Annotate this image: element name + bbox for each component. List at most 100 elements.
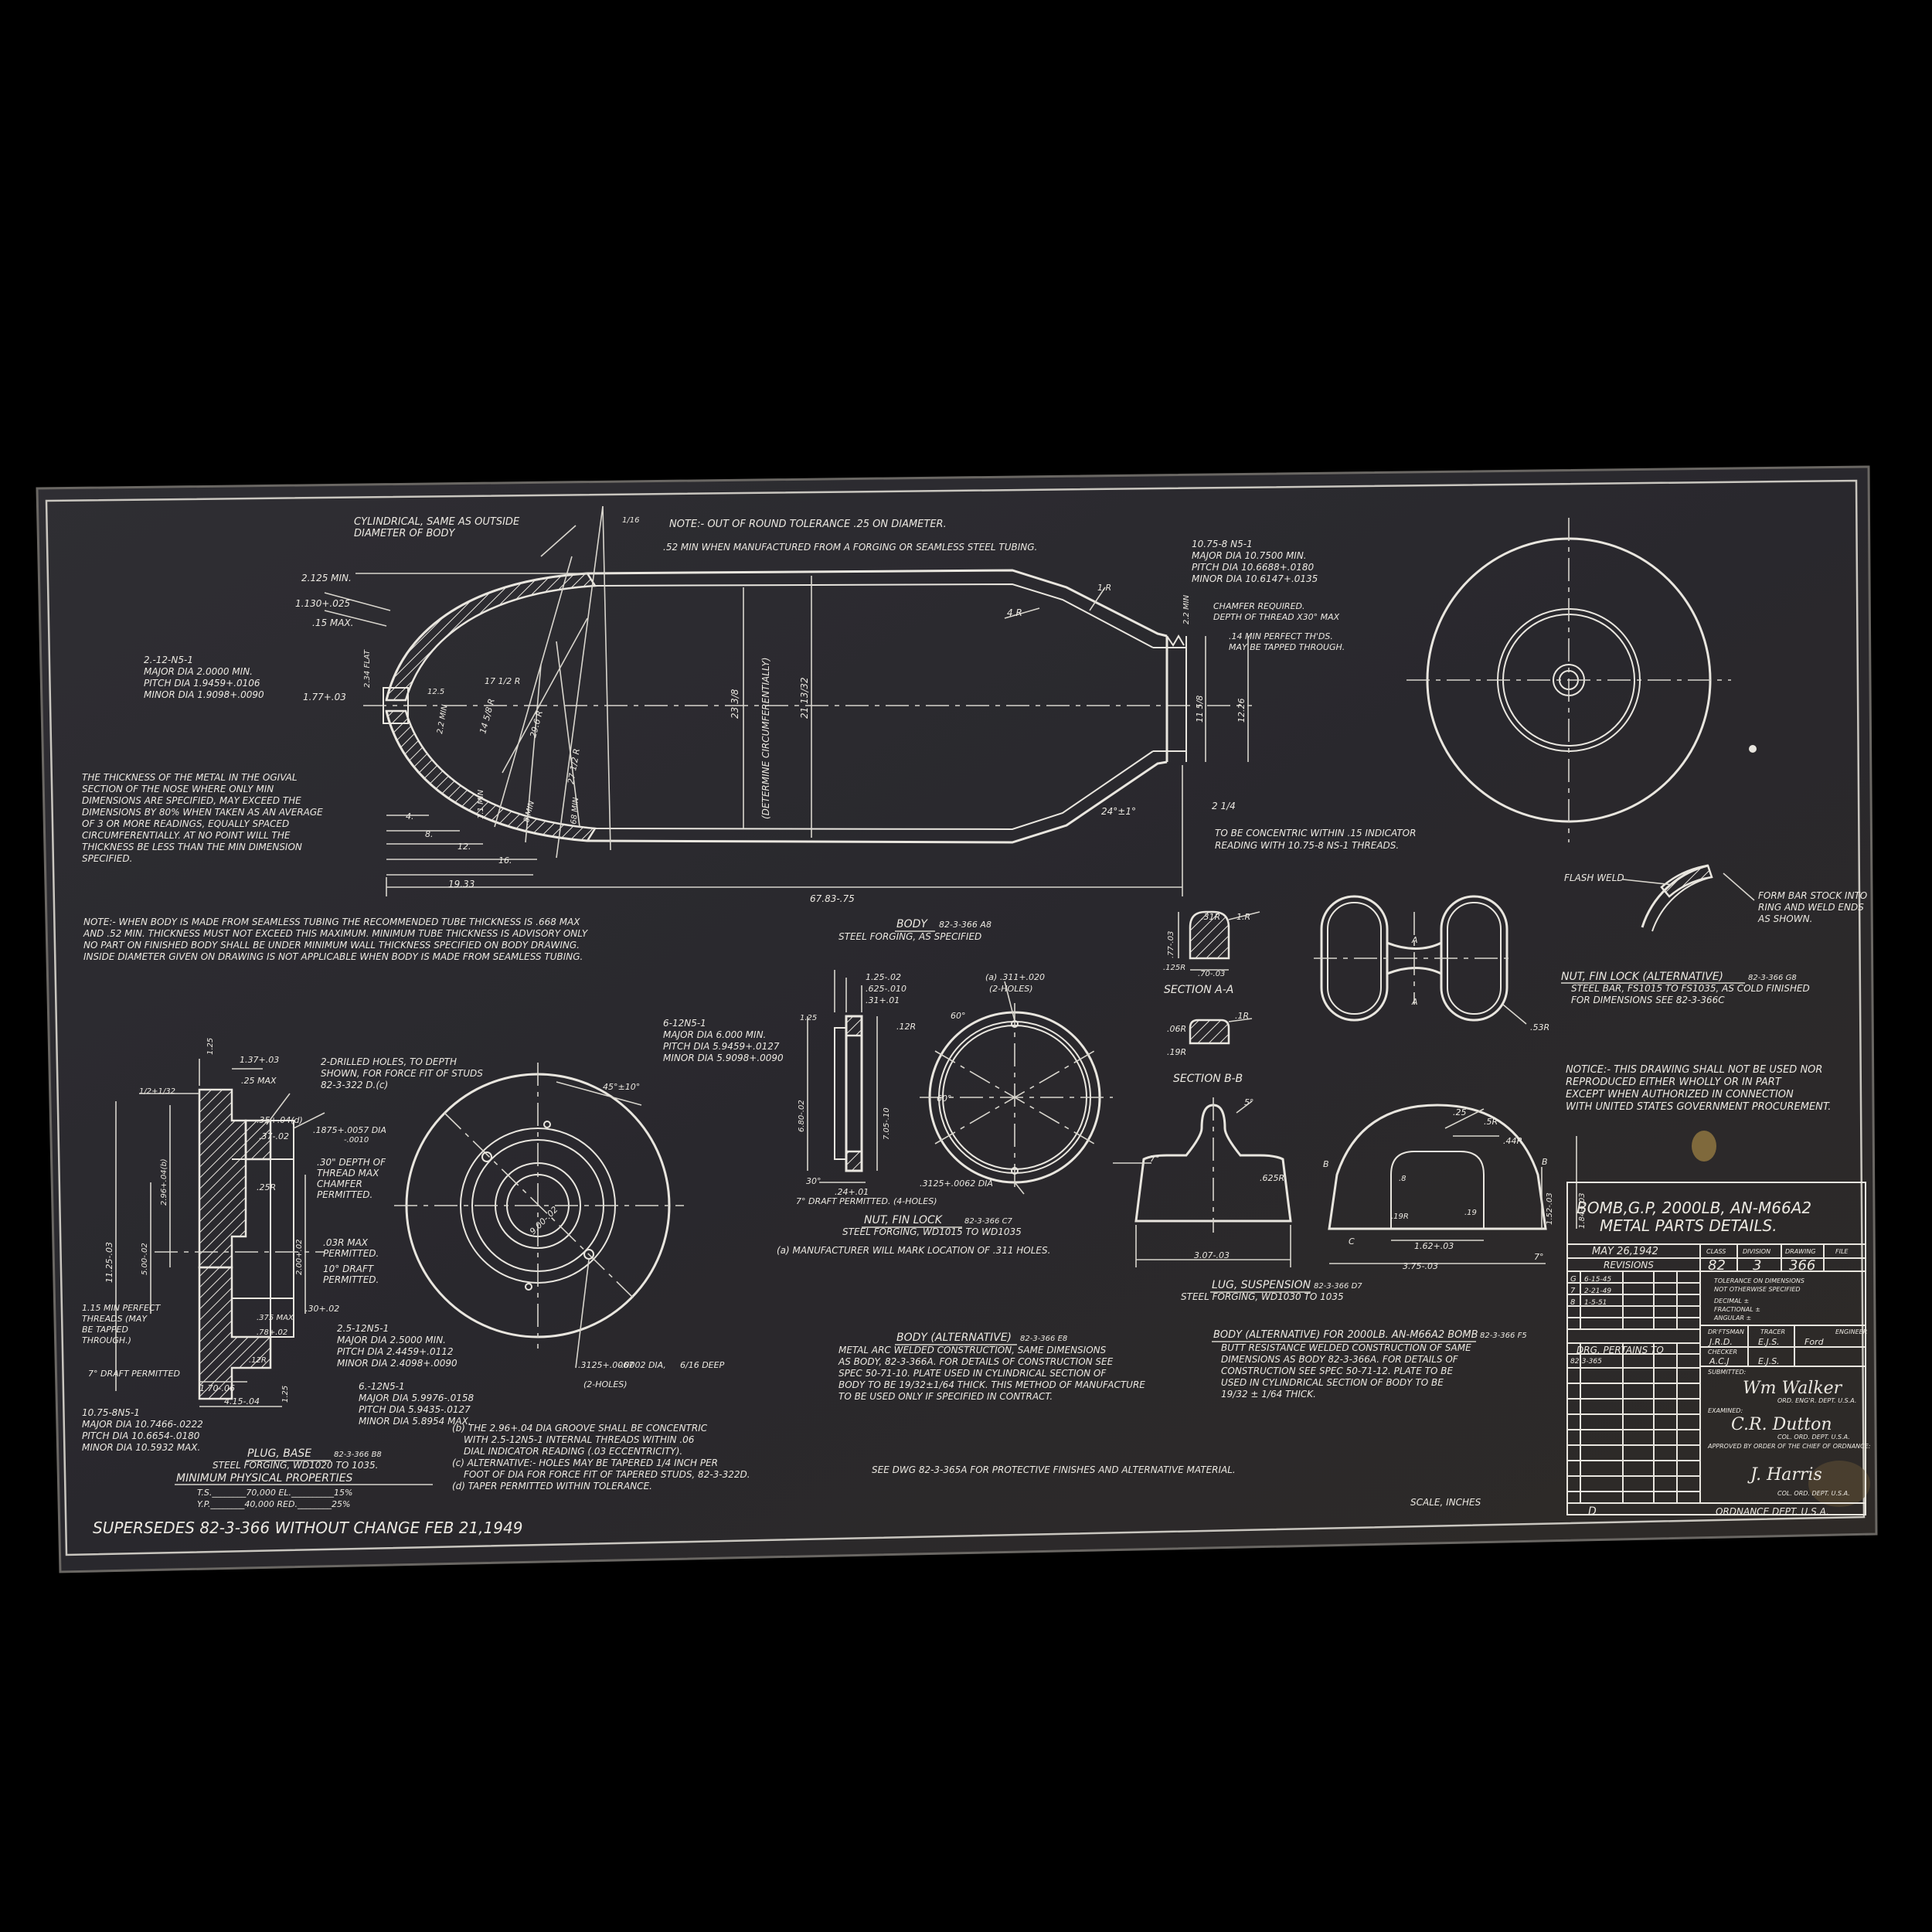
svg-text:AS BODY, 82-3-366A. FOR DETAIL: AS BODY, 82-3-366A. FOR DETAILS OF CONST… bbox=[838, 1356, 1114, 1367]
svg-text:MAJOR DIA 2.5000 MIN.: MAJOR DIA 2.5000 MIN. bbox=[337, 1335, 446, 1345]
lug-label: LUG, SUSPENSION 82-3-366 D7 STEEL FORGIN… bbox=[1181, 1279, 1362, 1302]
svg-text:OF 3 OR MORE READINGS, EQUALLY: OF 3 OR MORE READINGS, EQUALLY SPACED bbox=[82, 818, 289, 829]
svg-text:MINOR DIA 10.6147+.0135: MINOR DIA 10.6147+.0135 bbox=[1192, 573, 1318, 584]
svg-text:MINOR DIA 10.5932 MAX.: MINOR DIA 10.5932 MAX. bbox=[82, 1442, 200, 1453]
lug-dim-a4: .125R bbox=[1163, 964, 1185, 972]
svg-text:(a) MANUFACTURER WILL MARK LOC: (a) MANUFACTURER WILL MARK LOCATION OF .… bbox=[777, 1245, 1050, 1256]
svg-text:PITCH DIA 5.9435-.0127: PITCH DIA 5.9435-.0127 bbox=[359, 1404, 471, 1415]
min52-note: .52 MIN WHEN MANUFACTURED FROM A FORGING… bbox=[663, 542, 1037, 553]
svg-text:(c) ALTERNATIVE:- HOLES MAY BE: (c) ALTERNATIVE:- HOLES MAY BE TAPERED 1… bbox=[452, 1458, 718, 1468]
tracer-value: E.J.S. bbox=[1758, 1337, 1780, 1347]
lug-dim-5deg: 5° bbox=[1244, 1097, 1254, 1107]
dim-4r: 4.R bbox=[1007, 607, 1022, 618]
plug-dim-170: 1.70-.06 bbox=[199, 1383, 235, 1393]
stain-spot bbox=[1808, 1461, 1870, 1507]
svg-text:THROUGH.): THROUGH.) bbox=[82, 1335, 131, 1345]
ord-engr-label: ORD. ENG'R. DEPT. U.S.A. bbox=[1777, 1397, 1856, 1404]
svg-text:RING AND WELD ENDS: RING AND WELD ENDS bbox=[1758, 902, 1864, 913]
svg-text:T.S.________70,000 EL._______: T.S.________70,000 EL.__________15% bbox=[197, 1488, 352, 1498]
lug-dim-162: 1.62+.03 bbox=[1414, 1241, 1454, 1251]
plug-thread-main: 10.75-8N5-1 MAJOR DIA 10.7466-.0222 PITC… bbox=[82, 1407, 203, 1453]
svg-text:AND .52 MIN. THICKNESS MUST NO: AND .52 MIN. THICKNESS MUST NOT EXCEED T… bbox=[83, 928, 589, 939]
svg-text:82-3-366 C7: 82-3-366 C7 bbox=[964, 1217, 1013, 1226]
plug-dim-30: .30+.02 bbox=[305, 1304, 339, 1314]
svg-text:MINOR DIA 1.9098+.0090: MINOR DIA 1.9098+.0090 bbox=[144, 689, 264, 700]
engineer-label: ENGINEER bbox=[1835, 1328, 1867, 1335]
checker-value: A.C.J bbox=[1709, 1356, 1730, 1366]
plug-dim-0010: -.0010 bbox=[344, 1136, 369, 1145]
svg-text:CHAMFER: CHAMFER bbox=[317, 1179, 362, 1189]
plug-draft-note: 7° DRAFT PERMITTED bbox=[88, 1369, 180, 1379]
svg-text:DEPTH OF THREAD X30° MAX: DEPTH OF THREAD X30° MAX bbox=[1213, 612, 1340, 622]
lug-dim-375: 3.75-.03 bbox=[1403, 1261, 1438, 1271]
svg-text:DIMENSIONS BY 80% WHEN TAKEN A: DIMENSIONS BY 80% WHEN TAKEN AS AN AVERA… bbox=[82, 807, 323, 818]
svg-text:BODY (ALTERNATIVE): BODY (ALTERNATIVE) bbox=[896, 1332, 1012, 1344]
svg-text:METAL ARC WELDED CONSTRUCTION,: METAL ARC WELDED CONSTRUCTION, SAME DIME… bbox=[838, 1345, 1107, 1355]
svg-text:PERMITTED.: PERMITTED. bbox=[323, 1274, 379, 1285]
lug-dim-53r: .53R bbox=[1530, 1022, 1549, 1032]
dim-1r: 1.R bbox=[1097, 583, 1111, 593]
lug-dim-b3: .19R bbox=[1167, 1047, 1186, 1057]
section-b-view bbox=[1189, 1018, 1253, 1045]
svg-text:7: 7 bbox=[1570, 1287, 1576, 1295]
plug-perfect-note: 1.15 MIN PERFECT THREADS (MAY BE TAPPED … bbox=[82, 1303, 162, 1345]
plug-dim-415: 4.15-.04 bbox=[224, 1396, 260, 1406]
signature-1: Wm Walker bbox=[1743, 1379, 1843, 1398]
tracer-label: TRACER bbox=[1760, 1328, 1785, 1335]
svg-text:SPECIFIED.: SPECIFIED. bbox=[82, 853, 132, 864]
svg-text:PERMITTED.: PERMITTED. bbox=[323, 1248, 379, 1259]
finlock-alt-label: NUT, FIN LOCK (ALTERNATIVE) 82-3-366 G8 … bbox=[1561, 971, 1810, 1005]
svg-text:STEEL FORGING, WD1030 TO 1035: STEEL FORGING, WD1030 TO 1035 bbox=[1181, 1291, 1344, 1302]
division-label: DIVISION bbox=[1743, 1248, 1770, 1255]
svg-text:THICKNESS BE LESS THAN THE MIN: THICKNESS BE LESS THAN THE MIN DIMENSION bbox=[82, 842, 302, 852]
drawing-date: MAY 26,1942 bbox=[1592, 1246, 1658, 1257]
signature-2: C.R. Dutton bbox=[1731, 1415, 1832, 1434]
dim-8: 8. bbox=[425, 829, 434, 839]
draftsman-label: DR'FTSMAN bbox=[1708, 1328, 1744, 1335]
svg-text:AS SHOWN.: AS SHOWN. bbox=[1757, 913, 1812, 924]
svg-text:.14 MIN PERFECT TH'DS.: .14 MIN PERFECT TH'DS. bbox=[1229, 631, 1333, 641]
plug-dim-0002: -.0002 DIA, bbox=[618, 1360, 666, 1370]
svg-text:STEEL FORGING, WD1015 TO WD103: STEEL FORGING, WD1015 TO WD1035 bbox=[842, 1226, 1022, 1237]
svg-text:82-3-366 F5: 82-3-366 F5 bbox=[1480, 1332, 1527, 1340]
plug-dim-12r: .12R bbox=[249, 1356, 267, 1365]
lug-dim-8: .8 bbox=[1399, 1175, 1406, 1183]
svg-text:TOLERANCE ON DIMENSIONS: TOLERANCE ON DIMENSIONS bbox=[1714, 1277, 1804, 1284]
revision-rows: G 6-15-45 7 2-21-49 8 1-5-51 bbox=[1570, 1275, 1611, 1307]
lug-dim-307: 3.07-.03 bbox=[1194, 1250, 1230, 1260]
nut-dim-125a: 1.25-.02 bbox=[866, 972, 901, 982]
svg-text:2.-12-N5-1: 2.-12-N5-1 bbox=[144, 655, 193, 665]
lug-a-marker: A bbox=[1411, 935, 1418, 945]
svg-text:Y.P.________40,000 RED.______: Y.P.________40,000 RED.________25% bbox=[197, 1499, 350, 1509]
dim-125: 12.5 bbox=[427, 688, 444, 696]
plug-dim-1125: 11.25-.03 bbox=[104, 1242, 114, 1283]
dim-12: 12. bbox=[457, 842, 471, 852]
lug-dim-7deg: 7° bbox=[1150, 1154, 1160, 1164]
svg-text:CIRCUMFERENTIALLY. AT NO POINT: CIRCUMFERENTIALLY. AT NO POINT WILL THE bbox=[82, 830, 291, 841]
lug-dim-a1: .31R bbox=[1201, 912, 1220, 922]
lug-dim-a3: .77-.03 bbox=[1167, 931, 1175, 958]
lug-dim-184: 1.84+.03 bbox=[1578, 1192, 1587, 1229]
examined-label: EXAMINED: bbox=[1708, 1407, 1743, 1414]
svg-text:REPRODUCED EITHER WHOLLY OR IN: REPRODUCED EITHER WHOLLY OR IN PART bbox=[1566, 1077, 1782, 1088]
revisions-label: REVISIONS bbox=[1604, 1260, 1654, 1270]
drawing-value: 366 bbox=[1789, 1257, 1815, 1274]
title-block bbox=[1566, 1182, 1866, 1515]
finlock-alt-view bbox=[1622, 864, 1755, 932]
lug-dim-19: .19 bbox=[1464, 1209, 1477, 1217]
dim-2125: 2.125 MIN. bbox=[301, 573, 352, 583]
svg-text:8: 8 bbox=[1570, 1298, 1575, 1307]
lug-dim-b1: .06R bbox=[1167, 1024, 1186, 1034]
plug-front-view bbox=[394, 1063, 684, 1369]
svg-text:MINOR DIA 5.9098+.0090: MINOR DIA 5.9098+.0090 bbox=[663, 1053, 784, 1063]
svg-text:FOR DIMENSIONS SEE 82-3-366C: FOR DIMENSIONS SEE 82-3-366C bbox=[1571, 995, 1725, 1005]
svg-text:LUG, SUSPENSION: LUG, SUSPENSION bbox=[1212, 1279, 1311, 1291]
lug-side-view bbox=[1113, 1097, 1292, 1267]
nut-dim-24: .24+.01 bbox=[835, 1187, 869, 1197]
svg-text:2-DRILLED HOLES, TO DEPTH: 2-DRILLED HOLES, TO DEPTH bbox=[321, 1056, 457, 1067]
svg-text:BODY TO BE 19/32±1/64 THICK. T: BODY TO BE 19/32±1/64 THICK. THIS METHOD… bbox=[838, 1379, 1145, 1390]
svg-text:MINIMUM PHYSICAL PROPERTIES: MINIMUM PHYSICAL PROPERTIES bbox=[176, 1472, 353, 1485]
dim-11min: 1.1 MIN bbox=[477, 789, 485, 819]
dim-175r: 17 1/2 R bbox=[485, 676, 520, 686]
